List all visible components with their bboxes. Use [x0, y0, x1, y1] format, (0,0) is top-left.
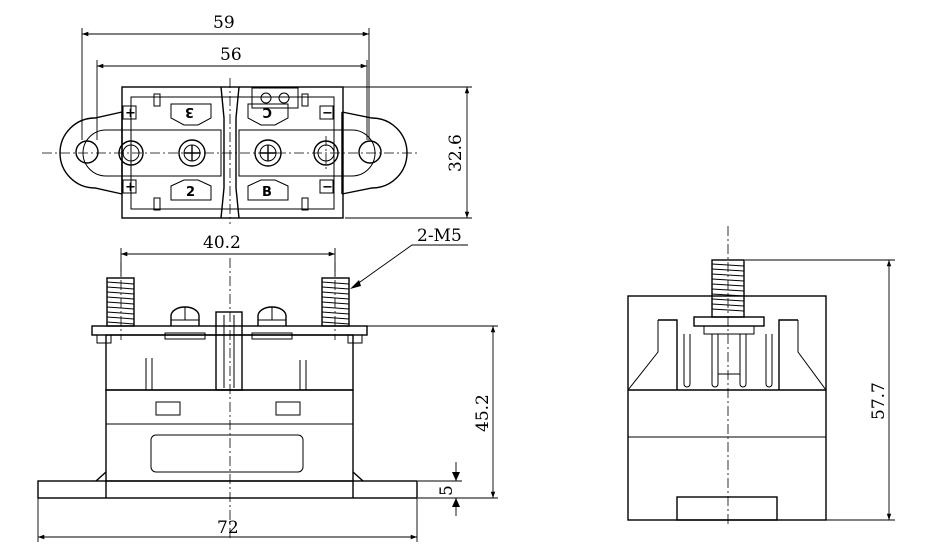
front-base-flange — [37, 480, 418, 499]
front-view — [37, 258, 418, 540]
post-4 — [301, 197, 309, 211]
left-mounting-hole — [75, 140, 99, 164]
post-1 — [153, 93, 161, 107]
terminal-plate-right — [238, 129, 376, 177]
left-threaded-stud — [106, 277, 135, 327]
side-chamfers — [627, 320, 827, 391]
thread-callout-label: 2-M5 — [417, 226, 462, 246]
dim-45-2-label: 45.2 — [473, 394, 493, 432]
label-c: C — [262, 104, 272, 119]
front-top-plate — [91, 325, 368, 336]
box-plus-bottom — [122, 179, 137, 194]
side-view — [627, 226, 827, 526]
coil-pin-2-icon — [278, 92, 290, 104]
dim-56-label: 56 — [220, 45, 242, 65]
front-left-screw-icon — [164, 306, 206, 340]
flange-fillets — [95, 471, 364, 498]
body-upper-frame — [105, 334, 354, 391]
side-inner-frame — [658, 319, 798, 390]
dim-57-7-label: 57.7 — [869, 382, 889, 420]
label-minus-top: − — [322, 106, 333, 121]
front-plate-shoulder-left — [96, 334, 112, 344]
label-two: 2 — [186, 185, 195, 200]
indicator-slot-right — [275, 401, 301, 416]
top-view-dimensions: 59 56 32.6 — [81, 13, 472, 219]
coil-pin-1-icon — [260, 92, 272, 104]
right-mounting-hole — [358, 140, 382, 164]
center-post-slot — [223, 315, 235, 388]
center-post — [215, 311, 243, 391]
terminal-plate-left — [82, 129, 222, 177]
box-minus-bottom — [319, 179, 334, 194]
dim-59-label: 59 — [213, 13, 235, 33]
label-minus-bottom: − — [322, 180, 333, 195]
side-bottom-connector — [676, 496, 778, 521]
dim-72-label: 72 — [217, 518, 239, 538]
post-2 — [301, 93, 309, 107]
dim-5-label: 5 — [437, 485, 457, 496]
label-plus-top: + — [125, 106, 136, 121]
side-slots — [683, 334, 773, 388]
thread-leader — [352, 244, 468, 288]
side-nut — [703, 325, 755, 335]
front-view-dimensions: 40.2 2-M5 45.2 5 72 — [37, 226, 498, 542]
label-b: B — [262, 185, 272, 200]
side-stud-body — [717, 333, 741, 375]
socket-bottom-right — [247, 179, 289, 201]
box-plus-top — [122, 105, 137, 120]
post-3 — [153, 197, 161, 211]
front-right-screw-icon — [251, 306, 293, 340]
label-plus-bottom: + — [125, 180, 136, 195]
socket-bottom-left — [170, 179, 212, 201]
right-threaded-stud — [321, 277, 350, 327]
box-minus-top — [319, 105, 334, 120]
dim-40-2-label: 40.2 — [203, 233, 241, 253]
dim-32-6-label: 32.6 — [446, 134, 466, 172]
coil-connector-box — [251, 87, 299, 109]
socket-top-left — [170, 103, 212, 126]
frame-slots — [145, 358, 307, 390]
side-top-plate — [693, 316, 765, 327]
socket-top-right — [247, 103, 289, 126]
side-view-dimensions: 57.7 — [745, 259, 895, 521]
top-housing-outline — [121, 86, 344, 219]
coil-window — [150, 434, 304, 473]
top-view: + 3 C − + 2 B − — [42, 78, 420, 224]
indicator-slot-left — [155, 401, 181, 416]
label-three: 3 — [185, 104, 194, 119]
front-plate-shoulder-right — [347, 334, 363, 344]
